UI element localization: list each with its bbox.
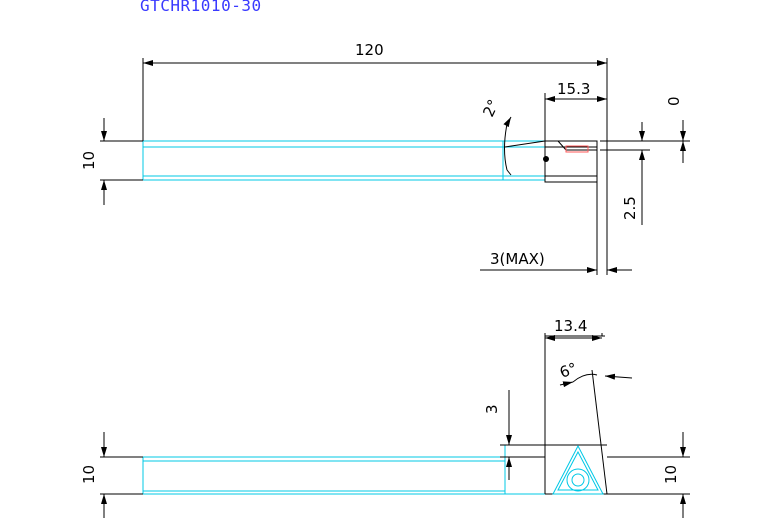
dim-0 [600, 120, 690, 163]
dim-3 [500, 390, 545, 480]
angle-6-label: 6° [557, 359, 579, 382]
front-shank [142, 444, 546, 495]
dim-10-right [607, 432, 690, 518]
dim-10-top [100, 118, 143, 205]
drawing-title: GTCHR1010-30 [140, 0, 262, 15]
angle-2 [503, 116, 512, 176]
angle-2-label: 2° [479, 97, 503, 120]
dim-2-5-label: 2.5 [621, 196, 639, 220]
dim-3-label: 3 [483, 404, 501, 414]
front-insert [552, 444, 604, 495]
top-shank [142, 140, 546, 181]
dim-120 [142, 58, 608, 141]
angle-6 [559, 373, 633, 388]
dim-10-right-label: 10 [662, 465, 680, 484]
dim-3max-label: 3(MAX) [490, 250, 545, 268]
top-insert [543, 145, 589, 162]
dim-13-4 [544, 333, 603, 341]
dim-15-3-label: 15.3 [557, 80, 590, 98]
dim-3max [480, 141, 632, 275]
dim-10-left [100, 432, 143, 518]
front-view: 13.4 6° 3 10 10 [80, 317, 690, 518]
dim-120-label: 120 [355, 41, 384, 59]
top-view: 120 15.3 0 10 2° [80, 41, 690, 275]
dim-13-4-label: 13.4 [554, 317, 587, 335]
dim-2-5 [600, 122, 650, 225]
dim-10-top-label: 10 [80, 151, 98, 170]
front-head [505, 335, 608, 495]
dim-0-label: 0 [665, 96, 683, 106]
dim-15-3 [544, 93, 607, 141]
dim-10-left-label: 10 [80, 465, 98, 484]
